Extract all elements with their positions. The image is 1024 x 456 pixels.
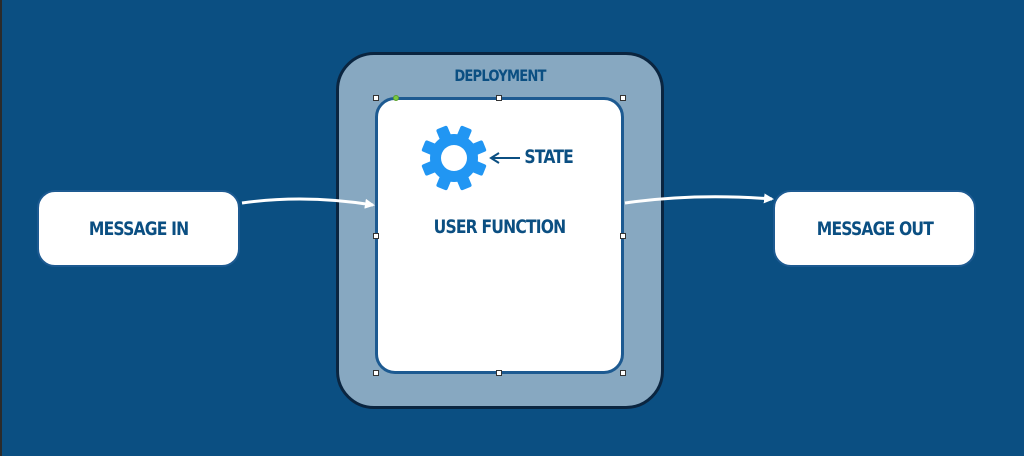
message-out-label: MESSAGE OUT bbox=[816, 217, 933, 240]
user-function-label: USER FUNCTION bbox=[397, 216, 601, 238]
resize-handle-bottom[interactable] bbox=[496, 370, 502, 376]
resize-handle-top-left[interactable] bbox=[373, 95, 379, 101]
gear-icon bbox=[421, 125, 487, 191]
message-in-label: MESSAGE IN bbox=[88, 217, 189, 240]
resize-handle-top-right[interactable] bbox=[620, 95, 626, 101]
arrow-message-out bbox=[624, 193, 774, 205]
arrow-message-in bbox=[241, 197, 375, 209]
state-label: STATE bbox=[524, 146, 574, 168]
message-in-box[interactable]: MESSAGE IN bbox=[37, 190, 240, 267]
deployment-label-text: DEPLOYMENT bbox=[454, 66, 546, 85]
deployment-label: DEPLOYMENT bbox=[366, 66, 635, 85]
resize-handle-bottom-left[interactable] bbox=[373, 370, 379, 376]
window-edge bbox=[0, 0, 2, 456]
message-out-box[interactable]: MESSAGE OUT bbox=[773, 190, 976, 267]
resize-handle-top[interactable] bbox=[496, 95, 502, 101]
connection-point[interactable] bbox=[393, 95, 399, 101]
resize-handle-right[interactable] bbox=[620, 233, 626, 239]
resize-handle-left[interactable] bbox=[373, 233, 379, 239]
user-function-label-text: USER FUNCTION bbox=[433, 216, 567, 238]
resize-handle-bottom-right[interactable] bbox=[620, 370, 626, 376]
state-arrow bbox=[489, 152, 520, 164]
